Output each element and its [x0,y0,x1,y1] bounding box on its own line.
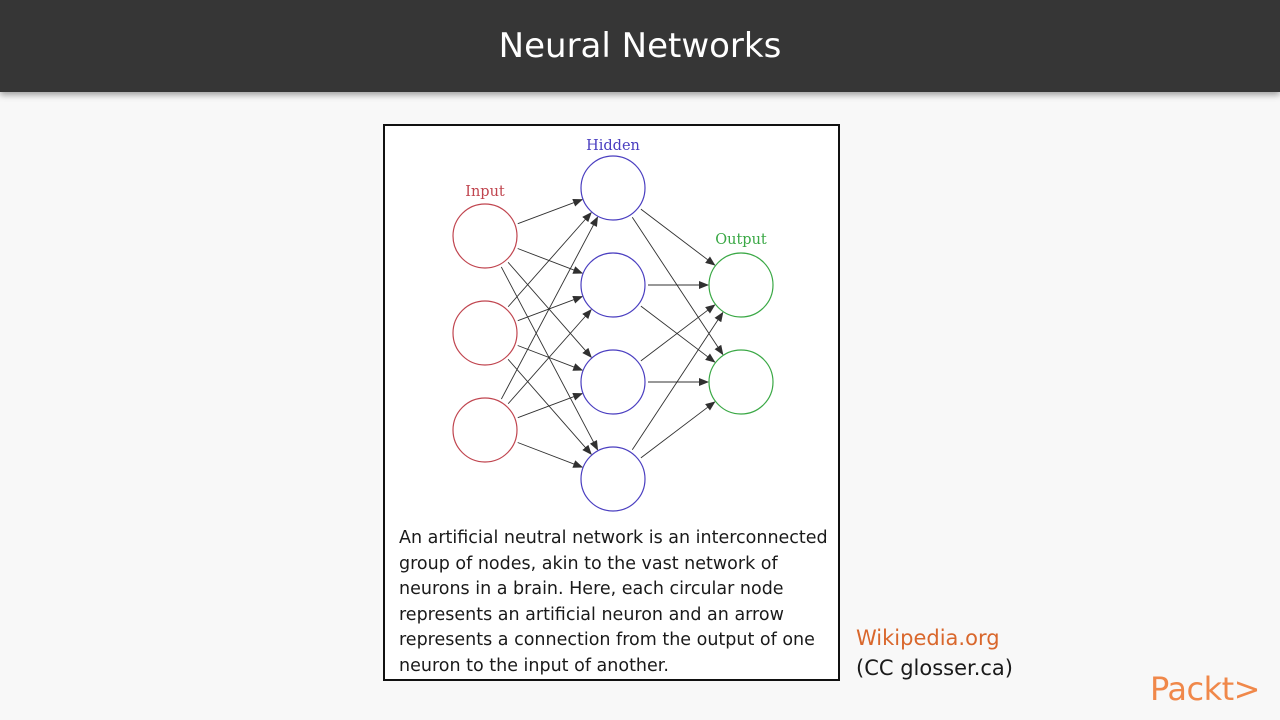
connection-arrow [500,266,599,451]
output-node [708,252,774,318]
connection-arrow [640,401,716,459]
source-license: (CC glosser.ca) [856,656,1013,680]
connection-arrow [500,216,599,400]
connection-arrow [507,308,592,405]
output-node [708,349,774,415]
slide-title: Neural Networks [498,26,782,66]
connection-arrow [517,442,584,468]
input-node [452,397,518,463]
connection-arrow [640,305,716,363]
connection-arrow [640,304,716,362]
hidden-node [580,252,646,318]
connection-arrow [517,296,584,322]
source-link[interactable]: Wikipedia.org [856,626,1000,650]
connection-arrow [640,208,716,266]
packt-logo: Packt> [1150,670,1260,708]
input-node [452,300,518,366]
connection-arrow [507,211,592,308]
hidden-node [580,349,646,415]
input-node [452,203,518,269]
connection-arrow [517,393,584,419]
hidden-node [580,446,646,512]
connection-arrow [517,248,584,274]
output-layer-label: Output [715,232,767,248]
hidden-layer-label: Hidden [586,138,640,154]
title-bar [0,0,1280,92]
connection-arrow [517,199,584,225]
input-layer-label: Input [465,184,505,200]
hidden-node [580,155,646,221]
connection-arrow [517,345,584,371]
connection-arrow [507,262,592,358]
connection-arrow [631,311,724,451]
connection-arrow [507,359,592,455]
diagram-caption: An artificial neutral network is an inte… [399,528,828,676]
connection-arrow [631,216,724,356]
